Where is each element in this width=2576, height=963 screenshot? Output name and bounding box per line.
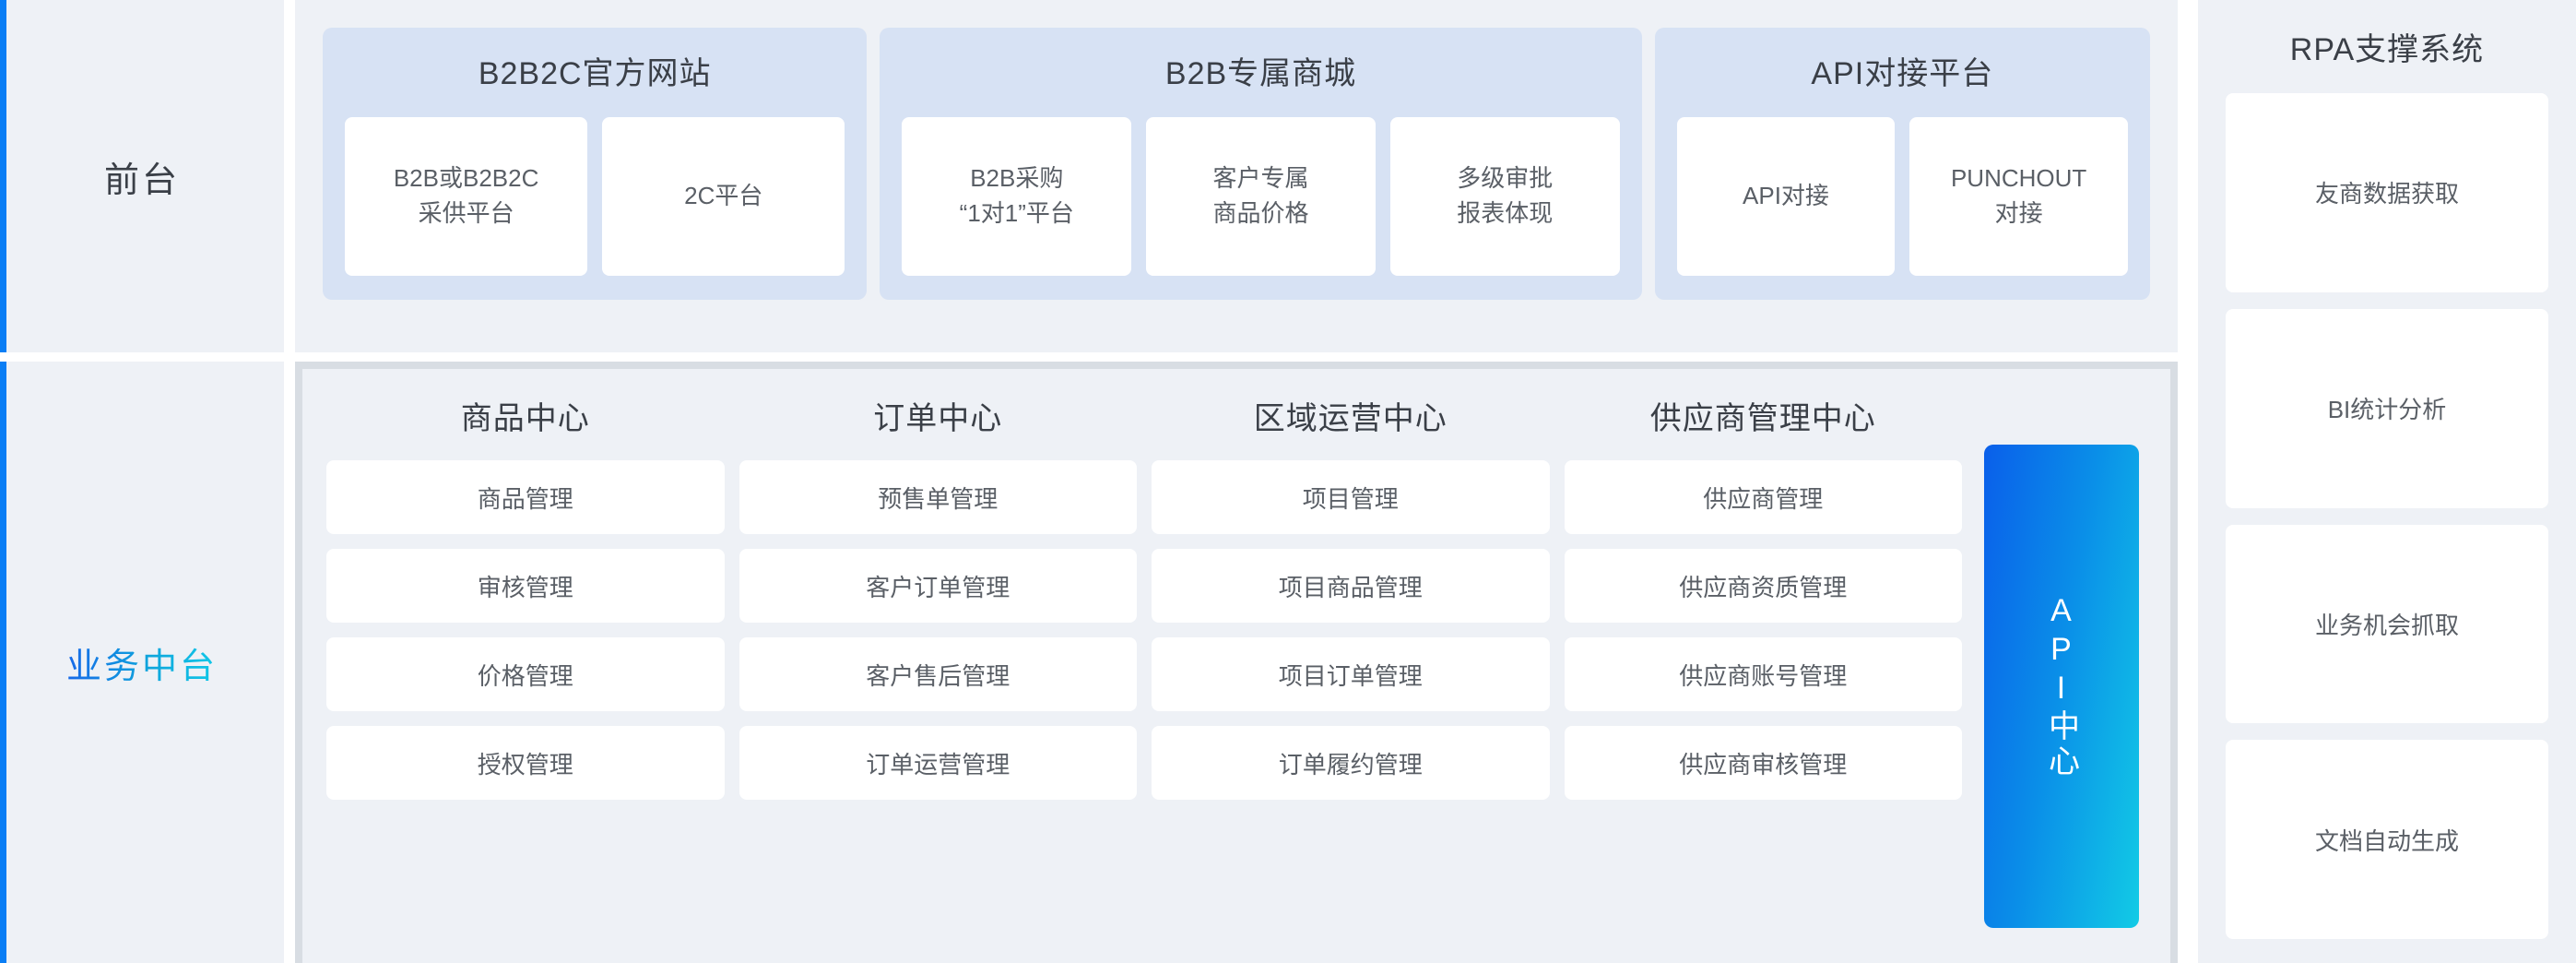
- center-title: 商品中心: [460, 401, 590, 436]
- tier-label-middle: 业务中台: [66, 637, 218, 688]
- module-price-management[interactable]: 价格管理: [326, 637, 725, 711]
- module-supplier-qualification-management[interactable]: 供应商资质管理: [1564, 549, 1962, 623]
- module-audit-management[interactable]: 审核管理: [326, 549, 725, 623]
- module-order-fulfillment-management[interactable]: 订单履约管理: [1152, 726, 1550, 800]
- api-center-bar[interactable]: API中心: [1984, 445, 2139, 928]
- center-column-supplier-management: 供应商管理中心 供应商管理 供应商资质管理 供应商账号管理 供应商审核管理: [1564, 393, 1962, 963]
- tile-api-integration[interactable]: API对接: [1676, 117, 1896, 276]
- group-tile-row: B2B采购“1对1”平台 客户专属商品价格 多级审批报表体现: [902, 117, 1620, 276]
- module-presale-order-management[interactable]: 预售单管理: [739, 460, 1137, 534]
- tile-customer-exclusive-price[interactable]: 客户专属商品价格: [1146, 117, 1376, 276]
- module-customer-order-management[interactable]: 客户订单管理: [739, 549, 1137, 623]
- tile-2c-platform[interactable]: 2C平台: [602, 117, 845, 276]
- center-items: 项目管理 项目商品管理 项目订单管理 订单履约管理: [1152, 460, 1550, 800]
- rpa-support-zone: RPA支撑系统 友商数据获取 BI统计分析 业务机会抓取 文档自动生成: [2198, 0, 2576, 963]
- tile-b2b-purchase-one-to-one[interactable]: B2B采购“1对1”平台: [902, 117, 1132, 276]
- center-column-order: 订单中心 预售单管理 客户订单管理 客户售后管理 订单运营管理: [739, 393, 1137, 963]
- rpa-tile-document-auto-generation[interactable]: 文档自动生成: [2226, 740, 2548, 939]
- center-title: 供应商管理中心: [1649, 401, 1876, 436]
- module-project-order-management[interactable]: 项目订单管理: [1152, 637, 1550, 711]
- center-items: 预售单管理 客户订单管理 客户售后管理 订单运营管理: [739, 460, 1137, 800]
- module-supplier-audit-management[interactable]: 供应商审核管理: [1564, 726, 1962, 800]
- tier-rail-front: 前台: [0, 0, 284, 352]
- middle-platform-columns: 商品中心 商品管理 审核管理 价格管理 授权管理 订单中心 预售单管理 客户订单…: [326, 393, 2146, 963]
- module-customer-aftersales-management[interactable]: 客户售后管理: [739, 637, 1137, 711]
- module-order-operation-management[interactable]: 订单运营管理: [739, 726, 1137, 800]
- group-title: B2B2C官方网站: [478, 56, 712, 91]
- rpa-title: RPA支撑系统: [2289, 32, 2485, 67]
- module-project-product-management[interactable]: 项目商品管理: [1152, 549, 1550, 623]
- tier-rail-middle: 业务中台: [0, 362, 284, 963]
- api-center-label: API中心: [2043, 593, 2079, 779]
- center-column-regional-operation: 区域运营中心 项目管理 项目商品管理 项目订单管理 订单履约管理: [1152, 393, 1550, 963]
- module-project-management[interactable]: 项目管理: [1152, 460, 1550, 534]
- rpa-tile-competitor-data-capture[interactable]: 友商数据获取: [2226, 93, 2548, 292]
- rpa-tile-business-opportunity-capture[interactable]: 业务机会抓取: [2226, 524, 2548, 724]
- module-supplier-account-management[interactable]: 供应商账号管理: [1564, 637, 1962, 711]
- rpa-items: 友商数据获取 BI统计分析 业务机会抓取 文档自动生成: [2226, 93, 2548, 939]
- middle-platform-zone: 商品中心 商品管理 审核管理 价格管理 授权管理 订单中心 预售单管理 客户订单…: [295, 362, 2178, 963]
- module-authorization-management[interactable]: 授权管理: [326, 726, 725, 800]
- group-title: B2B专属商城: [1164, 56, 1357, 91]
- tile-multilevel-approval-report[interactable]: 多级审批报表体现: [1389, 117, 1620, 276]
- center-items: 商品管理 审核管理 价格管理 授权管理: [326, 460, 725, 800]
- center-column-product: 商品中心 商品管理 审核管理 价格管理 授权管理: [326, 393, 725, 963]
- group-title: API对接平台: [1811, 56, 1994, 91]
- tier-label-front: 前台: [103, 160, 180, 200]
- module-supplier-management[interactable]: 供应商管理: [1564, 460, 1962, 534]
- module-product-management[interactable]: 商品管理: [326, 460, 725, 534]
- group-card-b2b-mall[interactable]: B2B专属商城 B2B采购“1对1”平台 客户专属商品价格 多级审批报表体现: [880, 28, 1642, 300]
- center-items: 供应商管理 供应商资质管理 供应商账号管理 供应商审核管理: [1564, 460, 1962, 800]
- rpa-tile-bi-statistics-analysis[interactable]: BI统计分析: [2226, 308, 2548, 508]
- center-title: 区域运营中心: [1253, 401, 1448, 436]
- center-title: 订单中心: [873, 401, 1003, 436]
